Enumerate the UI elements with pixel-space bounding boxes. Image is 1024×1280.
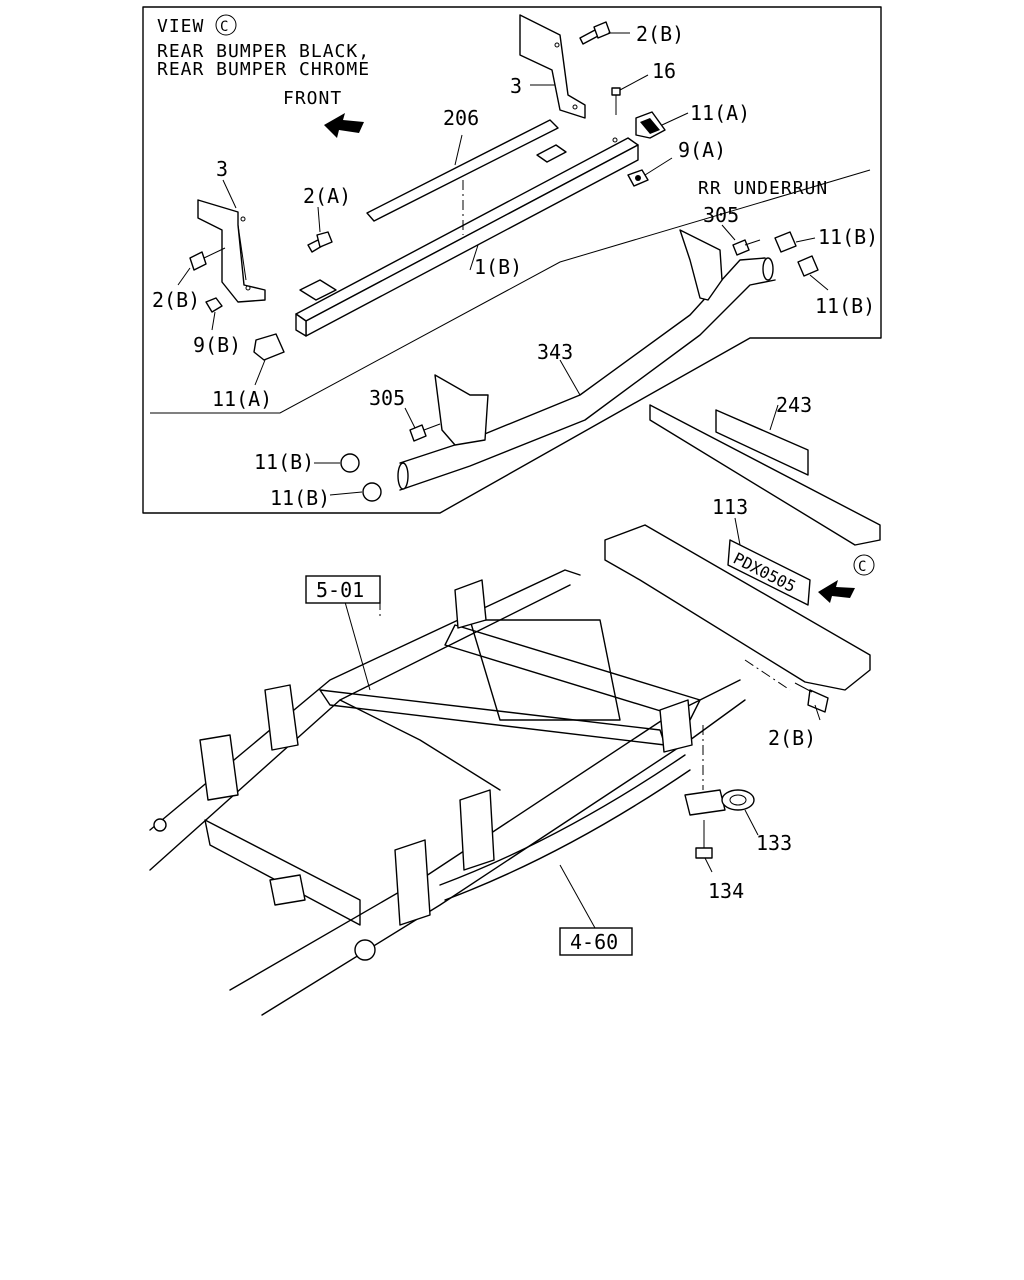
- cap-11b-r2: [797, 255, 819, 277]
- callout-243: 243: [776, 393, 812, 417]
- bolt-305-left: [409, 423, 441, 442]
- cap-11b-l2: [362, 482, 382, 502]
- tube-bracket-left: [434, 374, 489, 446]
- leaf-spring: [439, 754, 686, 886]
- callout-133: 133: [756, 831, 792, 855]
- leader-lines: [177, 32, 829, 929]
- callout-305-left: 305: [369, 386, 405, 410]
- callout-2b-top: 2(B): [636, 22, 684, 46]
- cover-plate-243: [715, 409, 809, 476]
- left-mount-plate: [299, 279, 337, 301]
- reinforcement-strip-206: [366, 119, 559, 222]
- callout-1b: 1(B): [474, 255, 522, 279]
- bolt-134: [695, 820, 713, 859]
- view-title-line1: REAR BUMPER BLACK,: [157, 41, 370, 62]
- right-bracket-3: [519, 14, 586, 119]
- callout-5-01: 5-01: [316, 578, 364, 602]
- plate-113: [727, 539, 811, 606]
- callout-3-left: 3: [216, 157, 228, 181]
- cap-11b-r1: [774, 231, 797, 253]
- front-arrow-icon: [324, 113, 364, 138]
- callout-4-60: 4-60: [570, 930, 618, 954]
- nut-9a: [627, 169, 649, 187]
- cap-11b-l1: [340, 453, 360, 473]
- callout-2b-left: 2(B): [152, 288, 200, 312]
- rr-underrun-label: RR UNDERRUN: [698, 178, 828, 199]
- callout-16: 16: [652, 59, 676, 83]
- bolt-16: [611, 87, 621, 115]
- ref-box-5-01: [305, 575, 381, 604]
- cap-11a-top: [635, 111, 666, 139]
- callout-11b-l2: 11(B): [270, 486, 330, 510]
- callout-343: 343: [537, 340, 573, 364]
- callout-206: 206: [443, 106, 479, 130]
- tube-bracket-right: [679, 229, 723, 301]
- view-symbol: C: [220, 19, 229, 35]
- callout-2a: 2(A): [303, 184, 351, 208]
- callout-view-c: C: [858, 559, 866, 575]
- view-symbol-circle: [215, 14, 237, 36]
- cap-11a-bottom: [253, 333, 285, 361]
- bolt-2b-frame: [794, 682, 829, 713]
- callout-11b-r2: 11(B): [815, 294, 875, 318]
- callout-11a-bottom: 11(A): [212, 387, 272, 411]
- bolt-2b-left: [189, 247, 226, 271]
- callout-2b-frame: 2(B): [768, 726, 816, 750]
- nut-9b: [205, 297, 223, 313]
- callout-9a: 9(A): [678, 138, 726, 162]
- view-c-inset-frame: [142, 6, 882, 514]
- ref-box-4-60: [559, 927, 633, 956]
- left-bracket-3: [197, 199, 266, 303]
- callout-134: 134: [708, 879, 744, 903]
- view-title-line2: REAR BUMPER CHROME: [157, 59, 370, 80]
- chassis-frame: [149, 569, 746, 1016]
- rear-cross-member-113: [604, 524, 871, 691]
- bolt-305-right: [732, 239, 761, 256]
- callout-9b: 9(B): [193, 333, 241, 357]
- inset-divider-line: [150, 169, 871, 414]
- view-c-circle: [853, 554, 875, 576]
- callout-3-top: 3: [510, 74, 522, 98]
- front-label: FRONT: [283, 88, 342, 109]
- callout-11b-l1: 11(B): [254, 450, 314, 474]
- bolt-2a: [307, 231, 333, 253]
- callout-113: 113: [712, 495, 748, 519]
- callout-11a-top: 11(A): [690, 101, 750, 125]
- view-c-arrow-icon: [818, 580, 855, 603]
- cross-member-243: [649, 404, 881, 546]
- view-label: VIEW: [157, 16, 204, 37]
- callout-11b-r1: 11(B): [818, 225, 878, 249]
- bumper-beam: [295, 137, 639, 337]
- bolt-2b-top: [579, 21, 611, 45]
- callout-305-right: 305: [703, 203, 739, 227]
- tow-hook-133: [684, 789, 755, 816]
